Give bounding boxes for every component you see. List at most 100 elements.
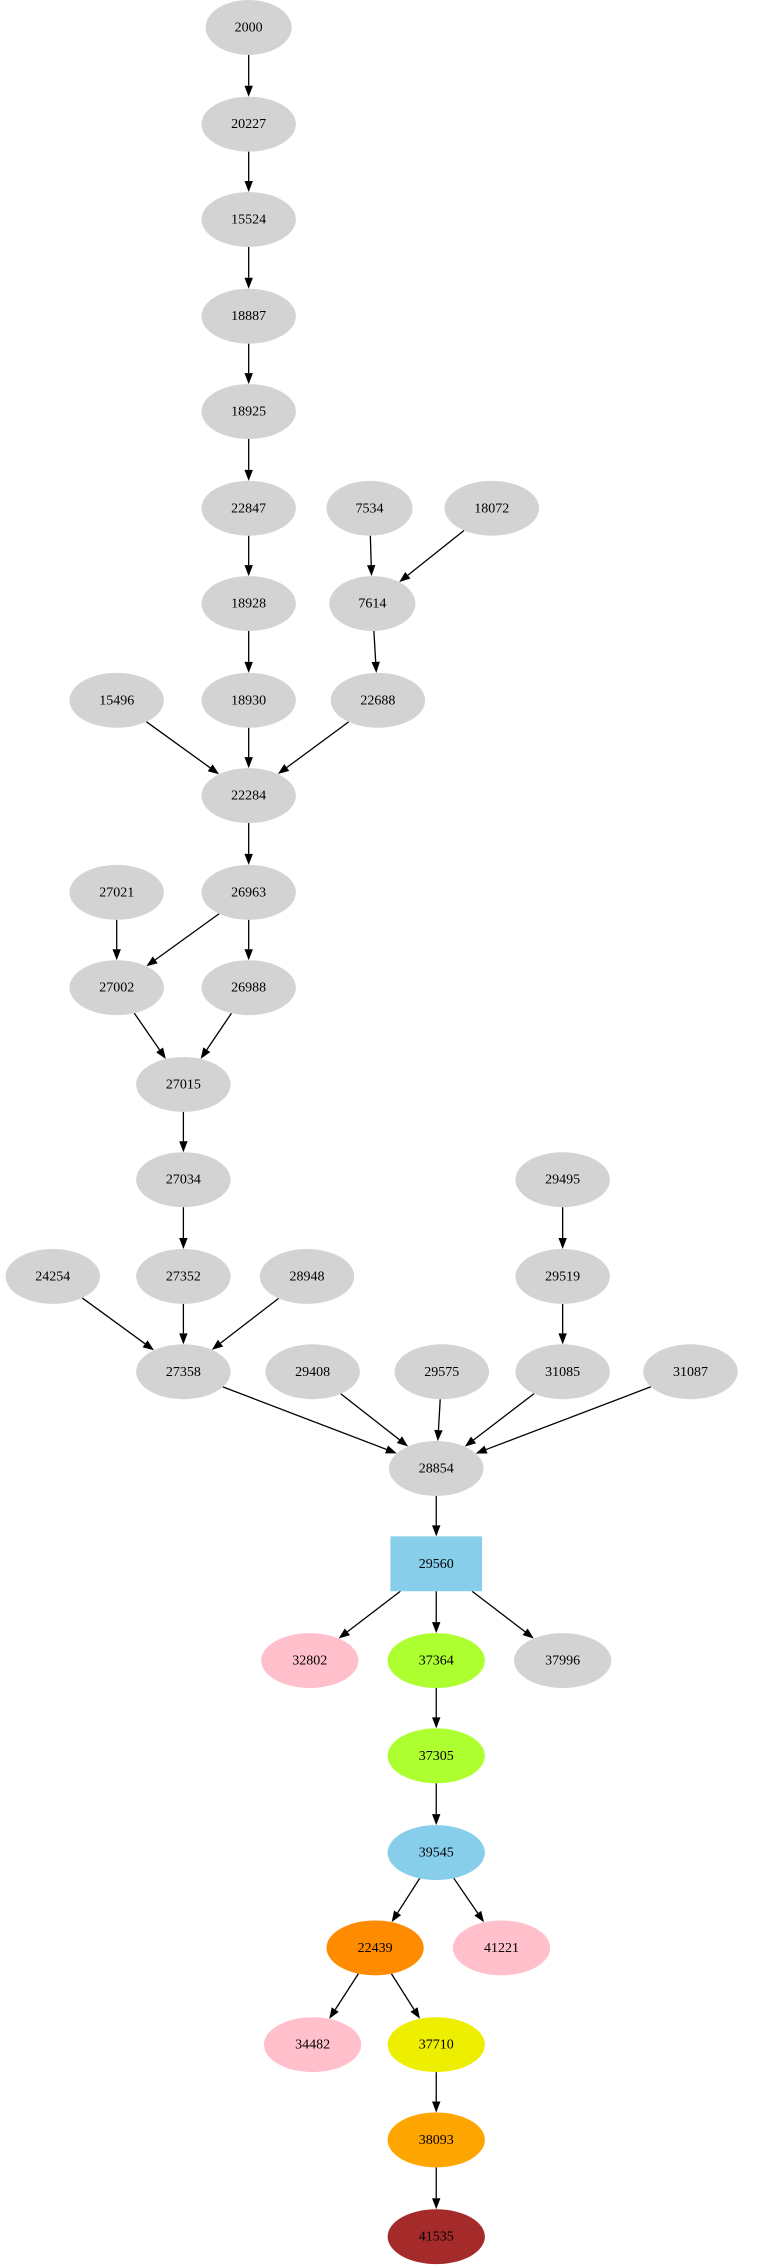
- arrowhead-icon: [179, 1333, 188, 1345]
- arrowhead-icon: [432, 1814, 441, 1826]
- node-shape-37710[interactable]: [387, 2017, 485, 2073]
- node-shape-18925[interactable]: [201, 384, 296, 439]
- graph-node-22688[interactable]: 22688: [330, 672, 426, 728]
- node-shape-28948[interactable]: [259, 1249, 355, 1304]
- node-shape-37305[interactable]: [387, 1728, 485, 1784]
- graph-node-24254[interactable]: 24254: [5, 1249, 101, 1304]
- graph-node-18887[interactable]: 18887: [201, 288, 296, 344]
- graph-node-27021[interactable]: 27021: [69, 864, 164, 920]
- graph-node-37996[interactable]: 37996: [514, 1633, 612, 1688]
- node-shape-18930[interactable]: [201, 672, 296, 728]
- graph-node-31087[interactable]: 31087: [643, 1344, 738, 1400]
- graph-node-18928[interactable]: 18928: [201, 576, 296, 632]
- node-shape-22688[interactable]: [330, 672, 426, 728]
- node-shape-27034[interactable]: [136, 1152, 231, 1208]
- node-shape-29408[interactable]: [265, 1344, 360, 1400]
- node-shape-27021[interactable]: [69, 864, 164, 920]
- node-shape-39545[interactable]: [387, 1825, 485, 1881]
- arrowhead-icon: [200, 1047, 211, 1059]
- graph-node-15524[interactable]: 15524: [201, 192, 296, 247]
- graph-node-2000[interactable]: 2000: [205, 0, 292, 55]
- node-shape-29495[interactable]: [515, 1152, 610, 1208]
- node-shape-26988[interactable]: [201, 960, 296, 1016]
- node-shape-31085[interactable]: [515, 1344, 610, 1400]
- arrowhead-icon: [244, 277, 253, 289]
- node-shape-34482[interactable]: [263, 2017, 362, 2073]
- node-shape-31087[interactable]: [643, 1344, 738, 1400]
- node-shape-41221[interactable]: [452, 1920, 551, 1976]
- node-shape-38093[interactable]: [387, 2112, 485, 2168]
- node-shape-29575[interactable]: [394, 1344, 490, 1400]
- node-shape-22847[interactable]: [201, 480, 296, 536]
- node-shape-37364[interactable]: [387, 1633, 485, 1688]
- graph-node-41221[interactable]: 41221: [452, 1920, 551, 1976]
- node-shape-18928[interactable]: [201, 576, 296, 632]
- node-shape-29560[interactable]: [390, 1536, 483, 1592]
- arrowhead-icon: [156, 1047, 166, 1059]
- graph-node-22847[interactable]: 22847: [201, 480, 296, 536]
- graph-node-39545[interactable]: 39545: [387, 1825, 485, 1881]
- graph-node-27002[interactable]: 27002: [69, 960, 164, 1016]
- graph-node-34482[interactable]: 34482: [263, 2017, 362, 2073]
- arrowhead-icon: [244, 853, 253, 865]
- graph-node-26963[interactable]: 26963: [201, 864, 296, 920]
- node-shape-37996[interactable]: [514, 1633, 612, 1688]
- node-shape-29519[interactable]: [515, 1249, 610, 1304]
- node-shape-28854[interactable]: [389, 1441, 484, 1496]
- graph-node-28948[interactable]: 28948: [259, 1249, 355, 1304]
- arrowhead-icon: [399, 571, 411, 583]
- graph-node-29560[interactable]: 29560: [390, 1536, 483, 1592]
- graph-node-15496[interactable]: 15496: [69, 672, 164, 728]
- graph-node-7534[interactable]: 7534: [326, 480, 413, 536]
- node-shape-27352[interactable]: [136, 1249, 231, 1304]
- graph-node-41535[interactable]: 41535: [387, 2209, 485, 2265]
- node-shape-27015[interactable]: [136, 1056, 231, 1112]
- graph-node-29408[interactable]: 29408: [265, 1344, 360, 1400]
- edge-29560-to-37996: [471, 1590, 526, 1633]
- graph-node-22284[interactable]: 22284: [201, 768, 296, 824]
- graph-node-32802[interactable]: 32802: [261, 1633, 359, 1688]
- node-shape-26963[interactable]: [201, 864, 296, 920]
- graph-node-37305[interactable]: 37305: [387, 1728, 485, 1784]
- node-shape-20227[interactable]: [201, 96, 296, 152]
- arrowhead-icon: [244, 757, 253, 769]
- node-shape-2000[interactable]: [205, 0, 292, 55]
- graph-node-20227[interactable]: 20227: [201, 96, 296, 152]
- graph-node-31085[interactable]: 31085: [515, 1344, 610, 1400]
- graph-node-27358[interactable]: 27358: [136, 1344, 231, 1400]
- graph-node-26988[interactable]: 26988: [201, 960, 296, 1016]
- graph-node-29519[interactable]: 29519: [515, 1249, 610, 1304]
- node-shape-7614[interactable]: [329, 576, 416, 632]
- node-shape-7534[interactable]: [326, 480, 413, 536]
- edge-22688-to-22284: [286, 721, 350, 769]
- node-shape-22284[interactable]: [201, 768, 296, 824]
- node-shape-32802[interactable]: [261, 1633, 359, 1688]
- node-shape-15524[interactable]: [201, 192, 296, 247]
- graph-node-18925[interactable]: 18925: [201, 384, 296, 439]
- graph-node-29575[interactable]: 29575: [394, 1344, 490, 1400]
- node-shape-27358[interactable]: [136, 1344, 231, 1400]
- node-shape-18887[interactable]: [201, 288, 296, 344]
- node-shape-24254[interactable]: [5, 1249, 101, 1304]
- graph-node-27015[interactable]: 27015: [136, 1056, 231, 1112]
- graph-node-7614[interactable]: 7614: [329, 576, 416, 632]
- graph-node-37710[interactable]: 37710: [387, 2017, 485, 2073]
- graph-node-18930[interactable]: 18930: [201, 672, 296, 728]
- graph-node-22439[interactable]: 22439: [326, 1920, 424, 1976]
- node-shape-41535[interactable]: [387, 2209, 485, 2265]
- edge-26963-to-27002: [154, 913, 220, 961]
- graph-node-27034[interactable]: 27034: [136, 1152, 231, 1208]
- node-shape-15496[interactable]: [69, 672, 164, 728]
- node-shape-27002[interactable]: [69, 960, 164, 1016]
- edge-27002-to-27015: [133, 1012, 161, 1051]
- graph-node-37364[interactable]: 37364: [387, 1633, 485, 1688]
- node-shape-22439[interactable]: [326, 1920, 424, 1976]
- graph-node-27352[interactable]: 27352: [136, 1249, 231, 1304]
- arrowhead-icon: [432, 1622, 441, 1634]
- node-shape-18072[interactable]: [444, 480, 540, 536]
- graph-node-18072[interactable]: 18072: [444, 480, 540, 536]
- arrowhead-icon: [474, 1910, 484, 1923]
- graph-node-28854[interactable]: 28854: [389, 1441, 484, 1496]
- graph-node-29495[interactable]: 29495: [515, 1152, 610, 1208]
- graph-node-38093[interactable]: 38093: [387, 2112, 485, 2168]
